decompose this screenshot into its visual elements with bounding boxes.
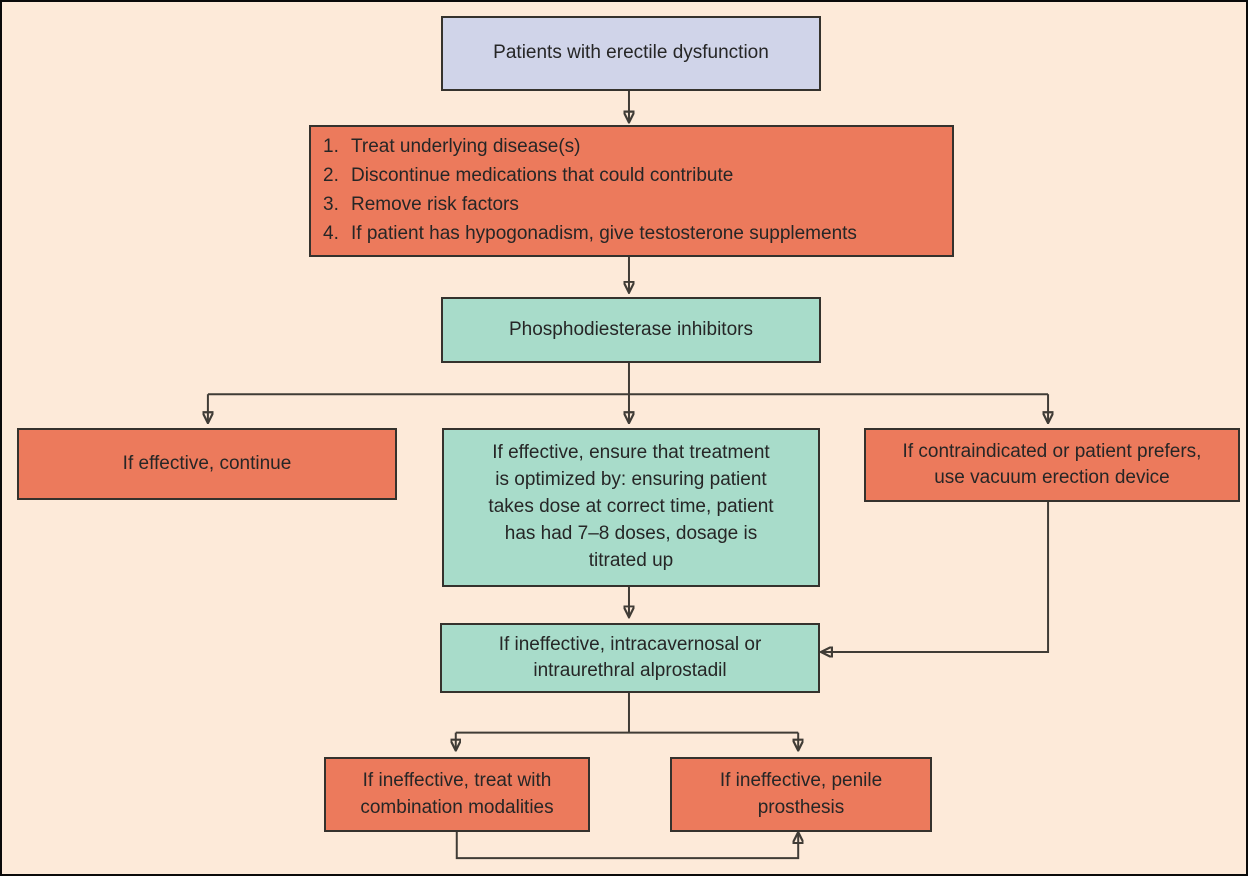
node-label: If contraindicated or patient prefers, u… bbox=[902, 440, 1202, 488]
node-label: If ineffective, intracavernosal or intra… bbox=[498, 633, 762, 681]
node-if-effective-continue: If effective, continue bbox=[17, 428, 397, 500]
node-label: Patients with erectile dysfunction bbox=[493, 42, 769, 64]
arrow-combination-to-prosthesis bbox=[455, 828, 798, 860]
node-label: Phosphodiesterase inhibitors bbox=[509, 318, 753, 340]
list-item-text: Discontinue medications that could contr… bbox=[351, 165, 734, 187]
node-label: If ineffective, treat with combination m… bbox=[360, 770, 554, 818]
list-item-text: Remove risk factors bbox=[351, 194, 519, 215]
list-item-number: 2. bbox=[323, 165, 339, 187]
list-item-number: 1. bbox=[323, 136, 339, 158]
node-label: If effective, continue bbox=[122, 452, 292, 474]
node-alprostadil: If ineffective, intracavernosal or intra… bbox=[440, 623, 820, 693]
node-pde-inhibitors: Phosphodiesterase inhibitors bbox=[441, 297, 821, 363]
node-patients-ed: Patients with erectile dysfunction bbox=[441, 16, 821, 91]
node-label: If effective, ensure that treatment is o… bbox=[488, 442, 774, 571]
list-item-text: If patient has hypogonadism, give testos… bbox=[351, 222, 857, 244]
node-label: If ineffective, penile prosthesis bbox=[719, 770, 883, 818]
node-combination-modalities: If ineffective, treat with combination m… bbox=[324, 757, 590, 832]
node-penile-prosthesis: If ineffective, penile prosthesis bbox=[670, 757, 932, 832]
list-item: 3. Remove risk factors bbox=[323, 191, 940, 220]
node-vacuum-device: If contraindicated or patient prefers, u… bbox=[864, 428, 1240, 502]
list-item: 2. Discontinue medications that could co… bbox=[323, 162, 940, 191]
list-item-number: 3. bbox=[323, 194, 339, 215]
list-item: 1. Treat underlying disease(s) bbox=[323, 133, 940, 162]
list-item-text: Treat underlying disease(s) bbox=[351, 136, 581, 158]
list-item: 4. If patient has hypogonadism, give tes… bbox=[323, 220, 940, 249]
node-initial-management: 1. Treat underlying disease(s) 2. Discon… bbox=[309, 125, 954, 257]
node-optimize-treatment: If effective, ensure that treatment is o… bbox=[442, 428, 820, 587]
list-item-number: 4. bbox=[323, 222, 339, 244]
arrow-vacuum-to-alprostadil bbox=[822, 499, 1050, 652]
